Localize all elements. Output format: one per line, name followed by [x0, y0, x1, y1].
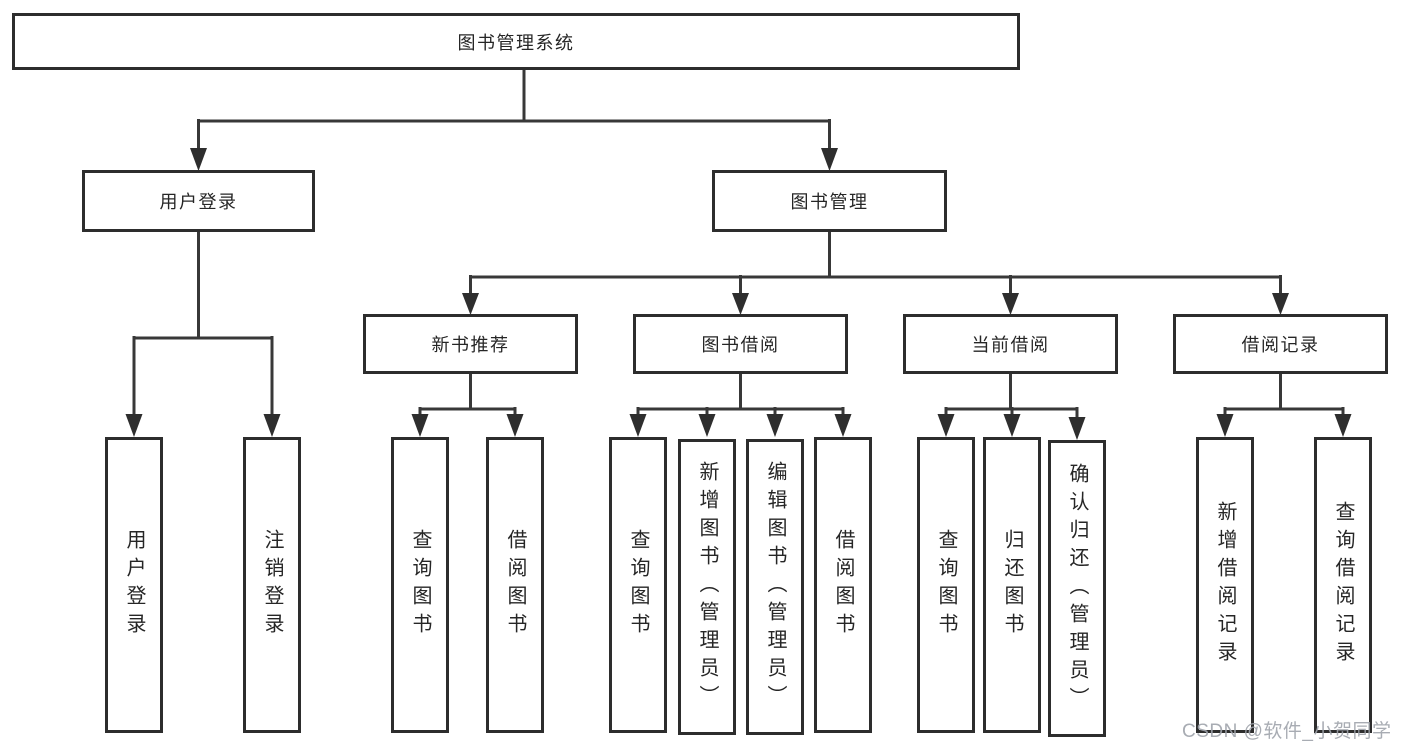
leaf-add-book-admin: 新增图书（管理员）: [678, 439, 736, 735]
leaf-add-book-admin-label: 新增图书（管理员）: [696, 461, 718, 713]
node-user-login: 用户登录: [82, 170, 315, 232]
node-book-management: 图书管理: [712, 170, 947, 232]
leaf-user-login-label: 用户登录: [123, 529, 145, 641]
leaf-user-login: 用户登录: [105, 437, 163, 733]
node-new-book-recommend: 新书推荐: [363, 314, 578, 374]
leaf-borrow-book-recommend: 借阅图书: [486, 437, 544, 733]
leaf-confirm-return-admin-label: 确认归还（管理员）: [1066, 462, 1088, 715]
leaf-edit-book-admin: 编辑图书（管理员）: [746, 439, 804, 735]
node-user-login-label: 用户登录: [159, 192, 238, 212]
leaf-query-book-recommend: 查询图书: [391, 437, 449, 733]
node-root-label: 图书管理系统: [457, 32, 575, 53]
node-book-management-label: 图书管理: [790, 192, 869, 212]
leaf-add-borrow-record-label: 新增借阅记录: [1214, 501, 1236, 669]
watermark: CSDN @软件_小贺同学: [1182, 721, 1392, 742]
leaf-logout: 注销登录: [243, 437, 301, 733]
leaf-query-borrow-record: 查询借阅记录: [1314, 437, 1372, 733]
leaf-query-book-borrow: 查询图书: [609, 437, 667, 733]
node-new-book-recommend-label: 新书推荐: [431, 335, 510, 355]
leaf-confirm-return-admin: 确认归还（管理员）: [1048, 440, 1106, 737]
leaf-query-book-current: 查询图书: [917, 437, 975, 733]
leaf-query-book-recommend-label: 查询图书: [409, 529, 431, 641]
node-root: 图书管理系统: [12, 13, 1020, 70]
leaf-query-borrow-record-label: 查询借阅记录: [1332, 501, 1354, 669]
leaf-borrow-book-label: 借阅图书: [832, 529, 854, 641]
leaf-logout-label: 注销登录: [261, 529, 283, 641]
node-borrow-record-label: 借阅记录: [1241, 335, 1320, 355]
node-current-borrow: 当前借阅: [903, 314, 1118, 374]
leaf-add-borrow-record: 新增借阅记录: [1196, 437, 1254, 733]
node-borrow-record: 借阅记录: [1173, 314, 1388, 374]
node-book-borrow-label: 图书借阅: [701, 335, 780, 355]
node-current-borrow-label: 当前借阅: [971, 335, 1050, 355]
leaf-query-book-borrow-label: 查询图书: [627, 529, 649, 641]
leaf-return-book-label: 归还图书: [1001, 529, 1023, 641]
leaf-borrow-book-recommend-label: 借阅图书: [504, 529, 526, 641]
node-book-borrow: 图书借阅: [633, 314, 848, 374]
arrowheads: [125, 148, 1352, 440]
connector-paths: [132, 70, 1345, 418]
leaf-return-book: 归还图书: [983, 437, 1041, 733]
leaf-query-book-current-label: 查询图书: [935, 529, 957, 641]
leaf-edit-book-admin-label: 编辑图书（管理员）: [764, 461, 786, 713]
leaf-borrow-book: 借阅图书: [814, 437, 872, 733]
